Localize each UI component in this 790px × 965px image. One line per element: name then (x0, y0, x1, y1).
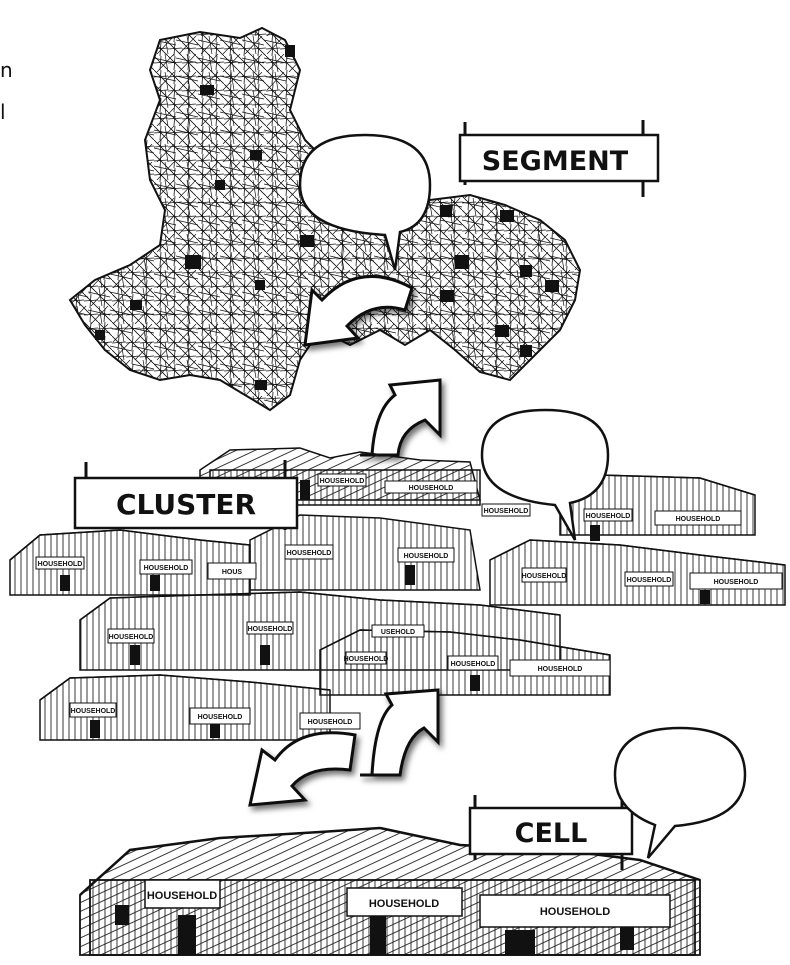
household-label: HOUSEHOLD (38, 561, 83, 568)
household-label: HOUSEHOLD (404, 553, 449, 560)
household-label: HOUSEHOLD (71, 708, 116, 715)
household-label: HOUSEHOLD (369, 898, 439, 910)
arrow-cell-to-cluster (360, 688, 440, 777)
household-label: HOUSEHOLD (676, 516, 721, 523)
household-label: HOUSEHOLD (586, 513, 631, 520)
household-label: HOUSEHOLD (320, 478, 365, 485)
household-label: HOUSEHOLD (198, 714, 243, 721)
arrow-cluster-to-segment (360, 378, 442, 457)
household-label: USEHOLD (381, 629, 415, 636)
household-label: HOUSEHOLD (451, 661, 496, 668)
segment-label: SEGMENT (482, 146, 629, 177)
household-label: HOUSEHOLD (147, 890, 217, 902)
household-label: HOUSEHOLD (409, 485, 454, 492)
cluster-houses: HOUSEHOLD HOUSEHOLD HOUSEHOLD HOUSEHOLD … (9, 447, 786, 741)
edge-fragment-1: n (0, 58, 13, 82)
cluster-label: CLUSTER (116, 488, 256, 521)
arrow-cluster-to-cell (248, 731, 357, 807)
cluster-sign: CLUSTER (73, 460, 299, 530)
household-label: HOUSEHOLD (714, 579, 759, 586)
household-label: HOUSEHOLD (308, 719, 353, 726)
household-label: HOUSEHOLD (287, 550, 332, 557)
segment-sign: SEGMENT (458, 120, 660, 197)
household-label: HOUSEHOLD (144, 565, 189, 572)
cell-household-signs: HOUSEHOLD HOUSEHOLD HOUSEHOLD (144, 879, 671, 928)
cell-label: CELL (515, 818, 588, 849)
edge-fragment-2: l (0, 100, 6, 124)
speech-bubble-3 (613, 726, 747, 859)
household-label: HOUS (222, 569, 243, 576)
household-label: HOUSEHOLD (538, 666, 583, 673)
household-label: HOUSEHOLD (484, 508, 529, 515)
household-label: HOUSEHOLD (248, 626, 293, 633)
household-label: HOUSEHOLD (540, 906, 610, 918)
household-signs: HOUSEHOLD HOUSEHOLD HOUSEHOLD HOUSEHOLD … (35, 473, 783, 730)
speech-bubble-1 (298, 133, 432, 271)
household-label: HOUSEHOLD (109, 634, 154, 641)
household-label: HOUSEHOLD (522, 573, 567, 580)
household-label: HOUSEHOLD (344, 656, 389, 663)
arrow-segment-to-cluster (303, 275, 414, 347)
cell-sign: CELL (468, 795, 634, 870)
household-label: HOUSEHOLD (627, 577, 672, 584)
speech-bubble-2 (480, 408, 610, 541)
